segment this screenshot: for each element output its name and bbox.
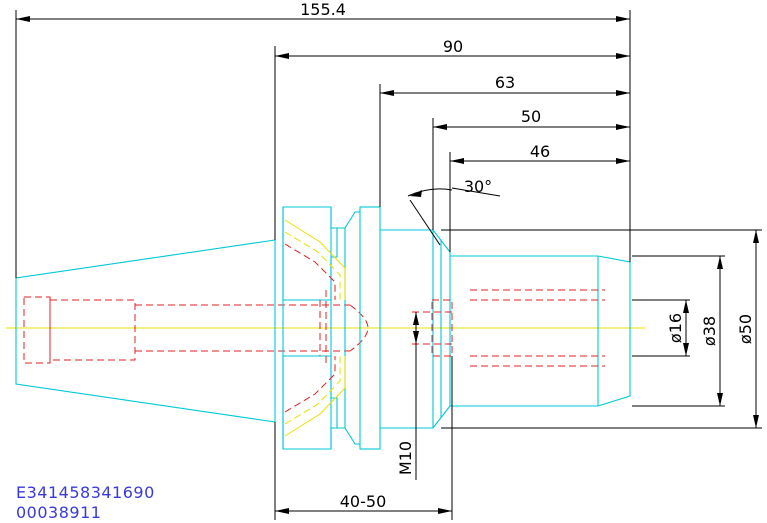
taper-shank <box>15 239 276 423</box>
dim-90 <box>274 46 630 240</box>
part-code-line2: 00038911 <box>16 503 102 522</box>
dim-m10 <box>413 312 419 480</box>
part-code-line1: E341458341690 <box>16 483 155 502</box>
dim-text-90: 90 <box>443 37 463 56</box>
dim-text-m10: M10 <box>396 441 415 475</box>
dim-40-50 <box>274 356 453 520</box>
dim-155-4 <box>15 10 631 278</box>
dim-text-46: 46 <box>530 142 550 161</box>
body-neck <box>380 229 451 429</box>
dim-diameter-38 <box>632 255 725 407</box>
dim-text-d16: ø16 <box>666 313 685 343</box>
dim-text-40-50: 40-50 <box>340 492 387 511</box>
flange <box>282 206 381 450</box>
dim-text-30deg: 30° <box>464 177 492 196</box>
dim-text-d38: ø38 <box>700 316 719 346</box>
taper-hidden-lines <box>23 296 369 364</box>
dim-text-50: 50 <box>521 107 541 126</box>
nose-hidden-lines <box>412 289 605 367</box>
dim-63 <box>379 84 630 207</box>
dim-50 <box>432 118 630 230</box>
dim-angle-30 <box>407 187 501 246</box>
dim-diameter-16 <box>632 299 690 357</box>
dim-text-155-4: 155.4 <box>300 0 346 19</box>
dim-46 <box>449 152 630 252</box>
drive-slot-lines <box>284 219 346 437</box>
nose-cylinder <box>449 252 631 407</box>
dim-text-63: 63 <box>495 73 515 92</box>
dim-diameter-50 <box>441 229 762 429</box>
dim-text-d50: ø50 <box>736 314 755 344</box>
